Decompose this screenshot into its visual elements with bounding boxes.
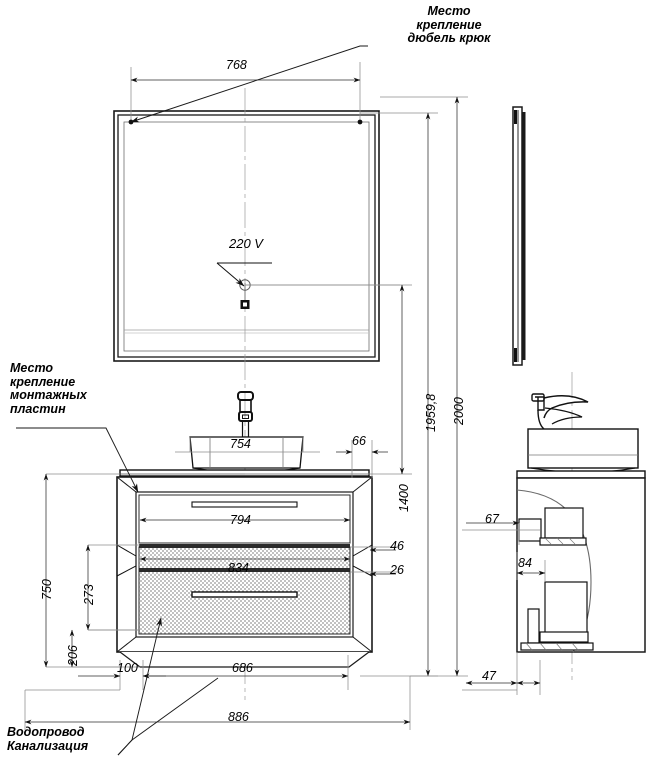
dim-offset-left: 100 xyxy=(117,661,138,675)
dim-height-low: 206 xyxy=(66,645,80,666)
dim-height-mirror-top: 1959,8 xyxy=(424,393,438,432)
dim-sink-width: 754 xyxy=(230,437,251,451)
drawer-lower[interactable] xyxy=(138,544,351,635)
side-drawer-lower[interactable] xyxy=(520,581,594,651)
dim-power-label: 220 V xyxy=(229,236,263,251)
countertop-front-view xyxy=(119,469,370,477)
dim-side-depth-b: 84 xyxy=(518,556,532,570)
side-view-assembly xyxy=(516,393,646,653)
dim-height-counter: 1400 xyxy=(397,484,411,512)
dim-gap-lower: 26 xyxy=(390,563,404,577)
dim-drawer-width: 834 xyxy=(228,561,249,575)
annotation-plate-mount: Место крепление монтажных пластин xyxy=(10,361,87,416)
dim-base-width: 686 xyxy=(232,661,253,675)
dim-mirror-width: 768 xyxy=(226,58,247,72)
annotation-plumbing: Водопровод Канализация xyxy=(7,725,89,753)
dim-side-depth-c: 47 xyxy=(482,669,496,683)
dim-total-width: 886 xyxy=(228,710,249,724)
dim-side-depth-a: 67 xyxy=(485,512,499,526)
faucet-side-view xyxy=(531,393,589,430)
dim-gap-upper: 46 xyxy=(390,539,404,553)
dim-height-total-left: 750 xyxy=(40,579,54,600)
mirror-front-view xyxy=(113,110,380,362)
side-drawer-upper[interactable] xyxy=(518,507,587,546)
faucet-front-view xyxy=(237,391,254,438)
leader-lines xyxy=(16,45,368,756)
dim-height-overall: 2000 xyxy=(452,397,466,425)
electrical-outlet-symbol xyxy=(216,262,400,309)
annotation-hook-mount: Место крепление дюбель крюк xyxy=(407,4,491,45)
dimension-lines xyxy=(24,62,546,730)
dim-overhang-right: 66 xyxy=(352,434,366,448)
mirror-side-view xyxy=(512,106,526,366)
dim-cabinet-top-width: 794 xyxy=(230,513,251,527)
dim-height-mid: 273 xyxy=(82,584,96,605)
